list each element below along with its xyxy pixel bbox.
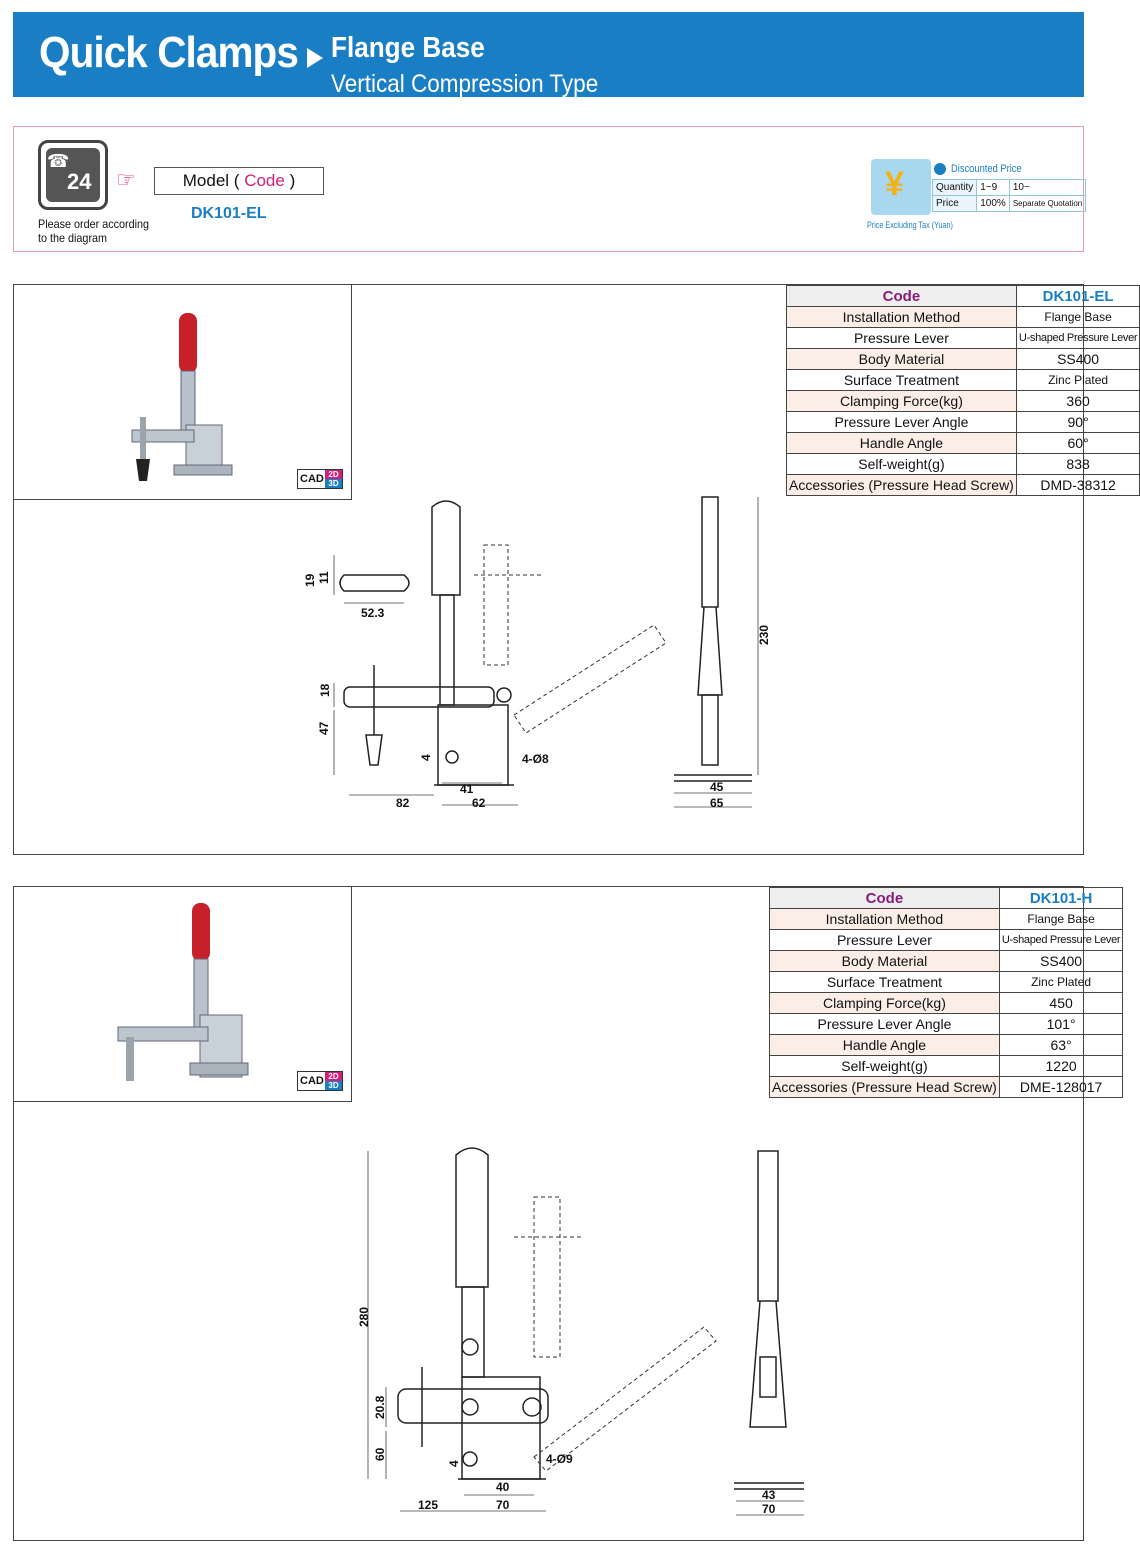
svg-text:41: 41 (460, 782, 474, 796)
svg-text:70: 70 (496, 1498, 510, 1512)
svg-text:82: 82 (396, 796, 410, 810)
category-title: Flange Base (331, 32, 485, 64)
arrow-right-icon (307, 48, 323, 68)
cad-download-button[interactable]: CAD 2D 3D (297, 1071, 343, 1091)
svg-text:4-Ø8: 4-Ø8 (522, 752, 549, 766)
svg-text:43: 43 (762, 1488, 776, 1502)
svg-text:45: 45 (710, 780, 724, 794)
dimension-drawing: 280 20.8 60 4 4-Ø9 40 125 70 43 70 (357, 1147, 804, 1516)
svg-text:4-Ø9: 4-Ø9 (546, 1452, 573, 1466)
order-info-box: ☎ 24 Please order according to the diagr… (13, 126, 1087, 252)
svg-text:65: 65 (710, 796, 724, 810)
svg-text:70: 70 (762, 1502, 776, 1516)
tax-note: Price Excluding Tax (Yuan) (867, 220, 953, 230)
yen-price-icon: ¥ (871, 159, 931, 215)
svg-text:230: 230 (757, 625, 771, 645)
discount-dot-icon (934, 163, 946, 175)
svg-text:19: 19 (303, 573, 317, 587)
svg-text:47: 47 (317, 721, 331, 735)
product-photo: CAD 2D 3D (14, 285, 352, 500)
keypad-icon: ☎ (47, 151, 70, 171)
pointing-hand-icon: ☞ (116, 167, 136, 192)
order-note: Please order according to the diagram (38, 217, 150, 245)
svg-text:125: 125 (418, 1498, 438, 1512)
page-title: Quick Clamps (39, 28, 299, 77)
dimension-drawing: 19 11 52.3 18 47 4 4-Ø8 41 82 62 230 45 … (303, 496, 771, 810)
price-table: Quantity 1~9 10~ Price 100% Separate Quo… (931, 179, 1087, 212)
svg-text:11: 11 (317, 571, 331, 584)
svg-text:280: 280 (357, 1307, 371, 1327)
svg-text:18: 18 (318, 683, 332, 697)
category-subtitle: Vertical Compression Type (331, 70, 599, 98)
svg-text:62: 62 (472, 796, 486, 810)
title-banner: Quick Clamps Flange Base Vertical Compre… (13, 12, 1084, 98)
svg-text:52.3: 52.3 (361, 606, 385, 620)
svg-text:40: 40 (496, 1480, 510, 1494)
svg-text:4: 4 (447, 1460, 461, 1467)
clamp-photo-illustration (117, 903, 249, 1081)
discount-label: Discounted Price (951, 163, 1022, 175)
svg-text:4: 4 (419, 754, 433, 761)
model-code-value: DK101-EL (191, 205, 267, 222)
model-code-label: Model ( Code ) (154, 167, 324, 195)
clamp-photo-illustration (131, 313, 233, 481)
svg-text:60: 60 (373, 1447, 387, 1461)
cad-download-button[interactable]: CAD 2D 3D (297, 469, 343, 489)
svg-text:20.8: 20.8 (373, 1395, 387, 1419)
product-photo: CAD 2D 3D (14, 887, 352, 1102)
phone-24h-icon: ☎ 24 (38, 140, 108, 210)
